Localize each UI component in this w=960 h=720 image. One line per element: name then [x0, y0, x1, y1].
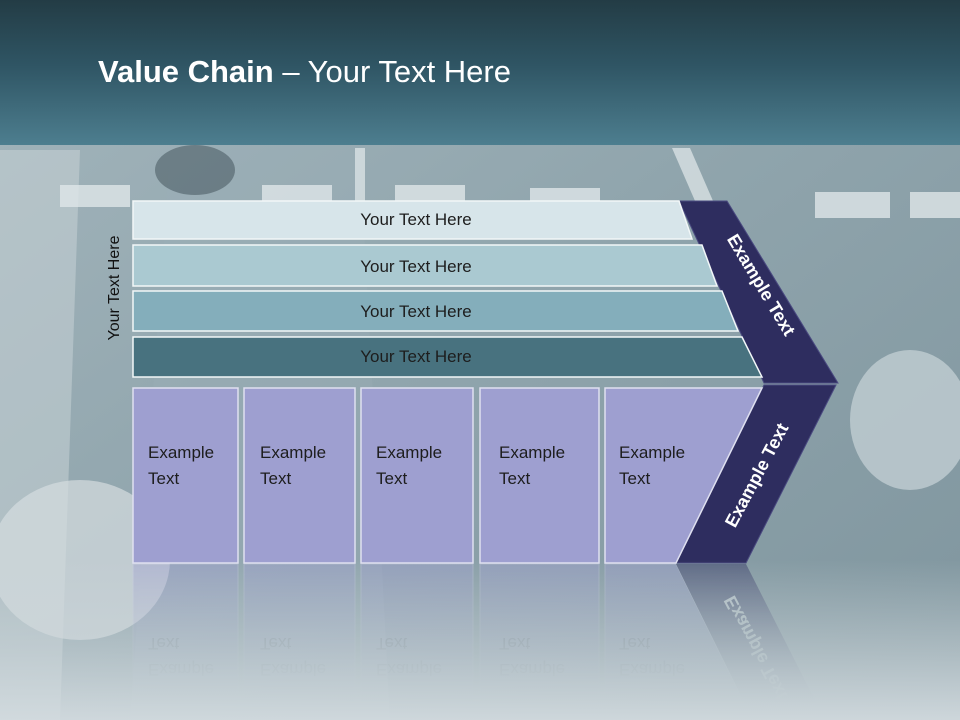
column-2-line2: Text	[260, 469, 291, 488]
column-5-line1: Example	[619, 443, 685, 462]
column-5-line2: Text	[619, 469, 650, 488]
column-2-line1: Example	[260, 443, 326, 462]
row-4-label: Your Text Here	[360, 347, 472, 366]
header-band	[0, 0, 960, 145]
row-2	[132, 244, 719, 287]
column-1-line1: Example	[148, 443, 214, 462]
column-4-line2: Text	[499, 469, 530, 488]
title-rest: – Your Text Here	[273, 54, 511, 89]
value-chain-rows: Your Text Here Your Text Here Your Text …	[132, 200, 764, 378]
bottom-fade	[0, 560, 960, 720]
row-1	[132, 200, 694, 240]
column-3-line1: Example	[376, 443, 442, 462]
row-1-label: Your Text Here	[360, 210, 472, 229]
row-2-label: Your Text Here	[360, 257, 472, 276]
column-3-line2: Text	[376, 469, 407, 488]
value-chain-columns: Example Text Example Text Example Text E…	[132, 387, 764, 564]
row-3	[132, 290, 740, 332]
row-3-label: Your Text Here	[360, 302, 472, 321]
column-4-line1: Example	[499, 443, 565, 462]
title-bold: Value Chain	[98, 54, 274, 89]
chevron-upper	[678, 200, 839, 384]
page-title: Value Chain – Your Text Here	[98, 54, 511, 90]
column-4	[479, 387, 600, 564]
row-4	[132, 336, 764, 378]
column-3	[360, 387, 474, 564]
column-1-line2: Text	[148, 469, 179, 488]
column-2	[243, 387, 356, 564]
